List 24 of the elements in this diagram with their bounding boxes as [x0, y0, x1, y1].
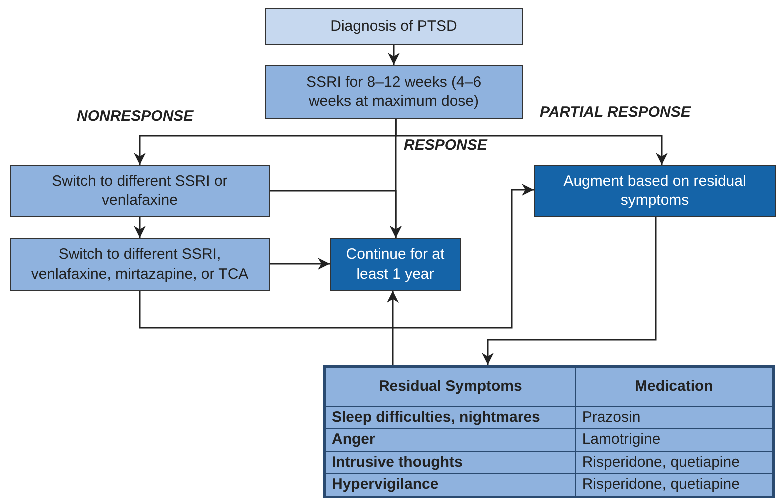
- arrow: [387, 291, 399, 365]
- arrow: [270, 190, 402, 238]
- arrow: [482, 217, 657, 365]
- table-cell: Intrusive thoughts: [326, 451, 576, 474]
- arrow: [388, 45, 400, 65]
- arrow: [139, 184, 534, 329]
- table-cell: Risperidone, quetiapine: [576, 451, 772, 474]
- table-cell: Sleep difficulties, nightmares: [326, 406, 576, 428]
- process-box: Switch to different SSRI or venlafaxine: [10, 165, 270, 217]
- process-box: Augment based on residual symptoms: [534, 165, 776, 217]
- table-cell: Lamotrigine: [576, 428, 772, 451]
- table-cell: Anger: [326, 428, 576, 451]
- table-cell: Hypervigilance: [326, 474, 576, 496]
- arrow: [270, 258, 330, 270]
- process-box: Continue for at least 1 year: [330, 238, 461, 291]
- header-cell: Residual Symptoms: [326, 367, 576, 406]
- table: [323, 365, 775, 498]
- process-box: SSRI for 8–12 weeks (4–6 weeks at maximum dose): [265, 65, 523, 119]
- table-cell: Risperidone, quetiapine: [576, 474, 772, 496]
- process-box: Switch to different SSRI, venlafaxine, mirtazapine, or TCA: [10, 238, 270, 291]
- header-cell: Medication: [576, 367, 772, 406]
- process-box: Diagnosis of PTSD: [265, 8, 523, 45]
- table-cell: Prazosin: [576, 406, 772, 428]
- arrow: [134, 217, 146, 238]
